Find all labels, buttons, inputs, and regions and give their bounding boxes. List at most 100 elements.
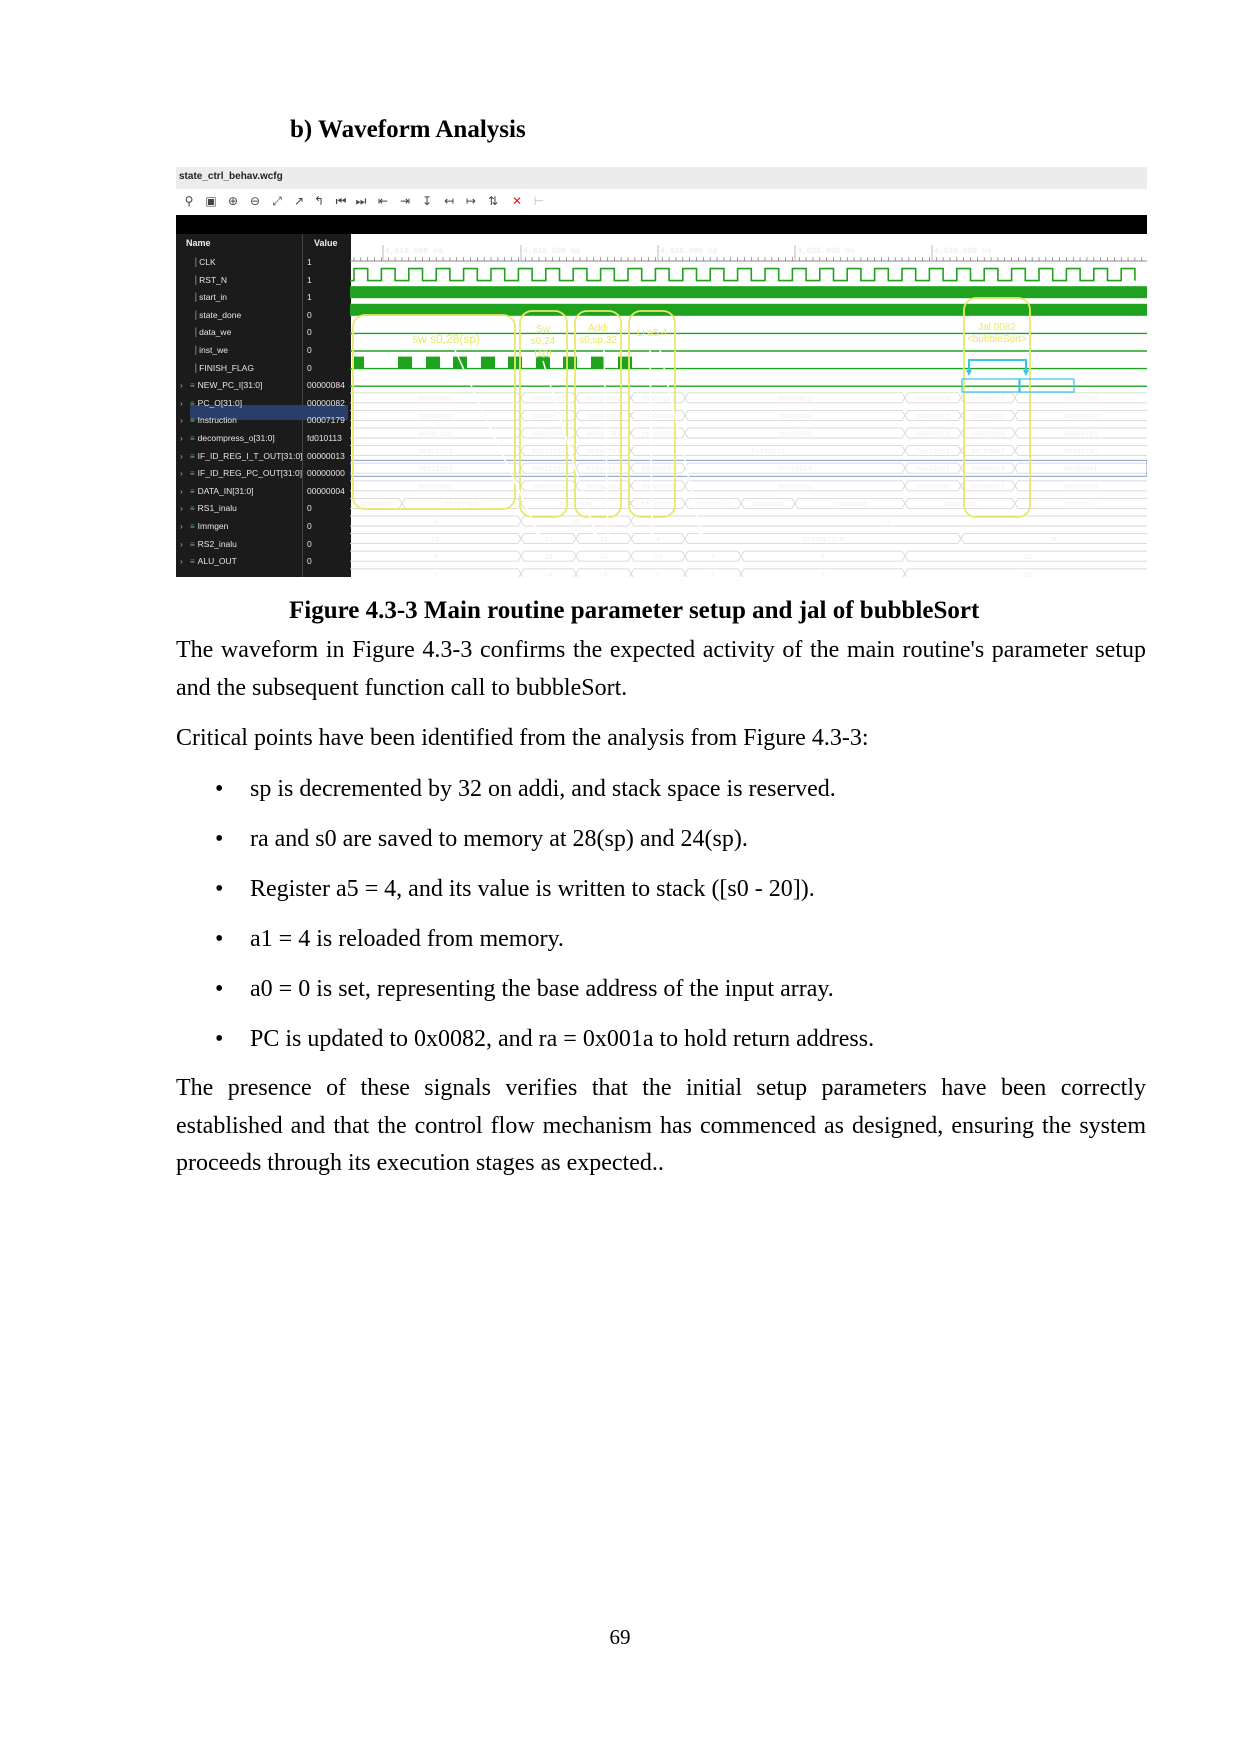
bus-value-label: 28 (431, 537, 439, 545)
bullet-text: PC is updated to 0x0082, and ra = 0x001a… (250, 1026, 875, 1052)
bus-segment (960, 409, 1016, 421)
signal-name[interactable]: ›≡IF_ID_REG_PC_OUT[31:0] (180, 468, 302, 478)
annotation-box (963, 297, 1031, 518)
bus-value-label: 4 (711, 572, 715, 577)
signal-value: 00000082 (307, 397, 345, 408)
signal-name[interactable]: ▕RST_N (190, 275, 227, 285)
signal-name[interactable]: ▕CLK (190, 257, 216, 267)
signal-name[interactable]: ›≡RS1_inalu (180, 503, 237, 513)
bus-value-label: 0000000a (641, 413, 675, 421)
swap-cursors-icon[interactable]: ⇅ (487, 194, 499, 208)
signal-name[interactable]: ›≡ALU_OUT (180, 556, 237, 566)
add-marker-icon[interactable]: ↧ (421, 194, 433, 208)
signal-bit-icon: ▕ (190, 346, 197, 355)
bus-segment (350, 568, 522, 577)
signal-name[interactable]: ▕FINISH_FLAG (190, 363, 254, 373)
bus-value-label: fec42583 (778, 431, 812, 439)
signal-name[interactable]: ›≡DATA_IN[31:0] (180, 486, 254, 496)
bus-value-label: 00000004 (419, 413, 453, 421)
save-icon[interactable]: ▣ (205, 194, 217, 208)
expand-chevron-icon[interactable]: › (180, 415, 183, 426)
expand-chevron-icon[interactable]: › (180, 485, 183, 496)
bus-value-label: 00000004 (532, 484, 566, 492)
signal-name-text: data_we (199, 327, 232, 338)
clk-waveform (350, 267, 1136, 282)
signal-name[interactable]: ›≡RS2_inalu (180, 539, 237, 549)
signal-value: 1 (307, 274, 312, 285)
signal-name[interactable]: ▕inst_we (190, 345, 228, 355)
bus-value-label: 00812c23 (532, 466, 566, 474)
signal-value: 1 (307, 257, 312, 267)
signal-name-text: Instruction (197, 415, 237, 426)
bus-value-label: 0 (433, 519, 437, 527)
next-marker-icon[interactable]: ↦ (465, 194, 477, 208)
signal-name[interactable]: ›≡PC_O[31:0] (180, 398, 242, 408)
bus-value-label: 00400793 (587, 449, 621, 457)
bus-value-label: 06c000ef (1064, 466, 1098, 474)
signal-bit-icon: ▕ (190, 258, 197, 267)
signal-name[interactable]: ▕start_in (190, 292, 227, 302)
bus-segment (960, 392, 1016, 404)
bus-value-label: 4 (711, 554, 715, 562)
go-to-end-icon[interactable]: ⏭ (355, 194, 367, 208)
expand-chevron-icon[interactable]: › (180, 433, 183, 443)
bus-value-label: 0 (1052, 537, 1056, 545)
bus-segment (684, 550, 742, 562)
zoom-fit-icon[interactable]: ⤢ (272, 194, 282, 208)
expand-chevron-icon[interactable]: › (180, 503, 183, 514)
bus-segment (1014, 462, 1147, 474)
signal-name[interactable]: ›≡Instruction (180, 415, 237, 426)
bus-segment (520, 409, 577, 421)
annotation-box (574, 310, 622, 518)
signal-name[interactable]: ▕data_we (190, 327, 231, 337)
bus-value-label: fef42623 (641, 431, 675, 439)
annotation-arrowhead (698, 531, 704, 537)
high-level-waveform (350, 286, 1147, 299)
signal-name[interactable]: ›≡NEW_PC_I[31:0] (180, 380, 262, 390)
signal-name[interactable]: ›≡IF_ID_REG_I_T_OUT[31:0] (180, 451, 303, 461)
expand-chevron-icon[interactable]: › (180, 380, 183, 391)
signal-value: 0 (307, 503, 312, 514)
time-label: 4,020.000 ns (660, 247, 718, 256)
goto-cursor-icon[interactable]: ↰ (313, 194, 325, 208)
annotation-label: s0,24 (531, 336, 556, 347)
bullet-marker: • (215, 826, 224, 852)
cursor-icon[interactable]: ↗ (293, 194, 305, 208)
signal-value: 0 (307, 538, 312, 549)
time-label: 4,030.000 ns (934, 247, 992, 256)
inst-we-pulse (398, 356, 412, 369)
previous-marker-icon[interactable]: ↤ (443, 194, 455, 208)
expand-chevron-icon[interactable]: › (180, 538, 183, 549)
signal-name[interactable]: ›≡Immgen (180, 521, 228, 531)
expand-chevron-icon[interactable]: › (180, 521, 183, 531)
expand-chevron-icon[interactable]: › (180, 468, 183, 479)
bus-segment (904, 445, 962, 457)
expand-chevron-icon[interactable]: › (180, 556, 183, 567)
bus-segment (1014, 445, 1147, 457)
next-transition-icon[interactable]: ⇥ (399, 194, 411, 208)
jal-arrowhead (966, 370, 972, 376)
annotation-arrow (542, 360, 597, 538)
signal-bit-icon: ▕ (190, 310, 197, 320)
bullet-marker: • (215, 776, 224, 802)
zoom-in-icon[interactable]: ⊕ (227, 194, 239, 208)
bus-segment (630, 480, 686, 492)
waveform-tab[interactable]: state_ctrl_behav.wcfg (176, 167, 1147, 189)
previous-transition-icon[interactable]: ⇤ (377, 194, 389, 208)
expand-chevron-icon[interactable]: › (180, 450, 183, 461)
annotation-arrowhead (605, 531, 611, 537)
close-icon[interactable]: ✕ (511, 194, 523, 208)
zoom-out-icon[interactable]: ⊖ (249, 194, 261, 208)
snap-icon[interactable]: ⊢ (533, 194, 545, 208)
bus-segment (960, 480, 1016, 492)
bus-value-label: 00000018 (1064, 413, 1098, 421)
bus-value-label: ffffffec (1064, 501, 1098, 509)
signal-name[interactable]: ›≡decompress_o[31:0] (180, 433, 275, 443)
expand-chevron-icon[interactable]: › (180, 397, 183, 408)
signal-name[interactable]: ▕state_done (190, 310, 241, 320)
bus-segment (630, 462, 686, 474)
search-icon[interactable]: ⚲ (184, 194, 194, 208)
bus-segment (960, 427, 1016, 439)
go-to-start-icon[interactable]: ⏮ (335, 194, 347, 208)
